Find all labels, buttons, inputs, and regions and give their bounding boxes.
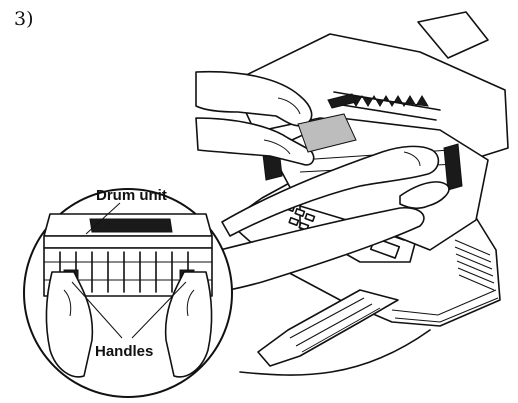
- handles-label: Handles: [95, 343, 153, 360]
- document-holder: [418, 12, 488, 58]
- detail-circle: [24, 189, 232, 397]
- step-number: 3): [14, 8, 34, 30]
- fax-machine: [228, 12, 508, 375]
- drum-unit-label: Drum unit: [96, 187, 167, 204]
